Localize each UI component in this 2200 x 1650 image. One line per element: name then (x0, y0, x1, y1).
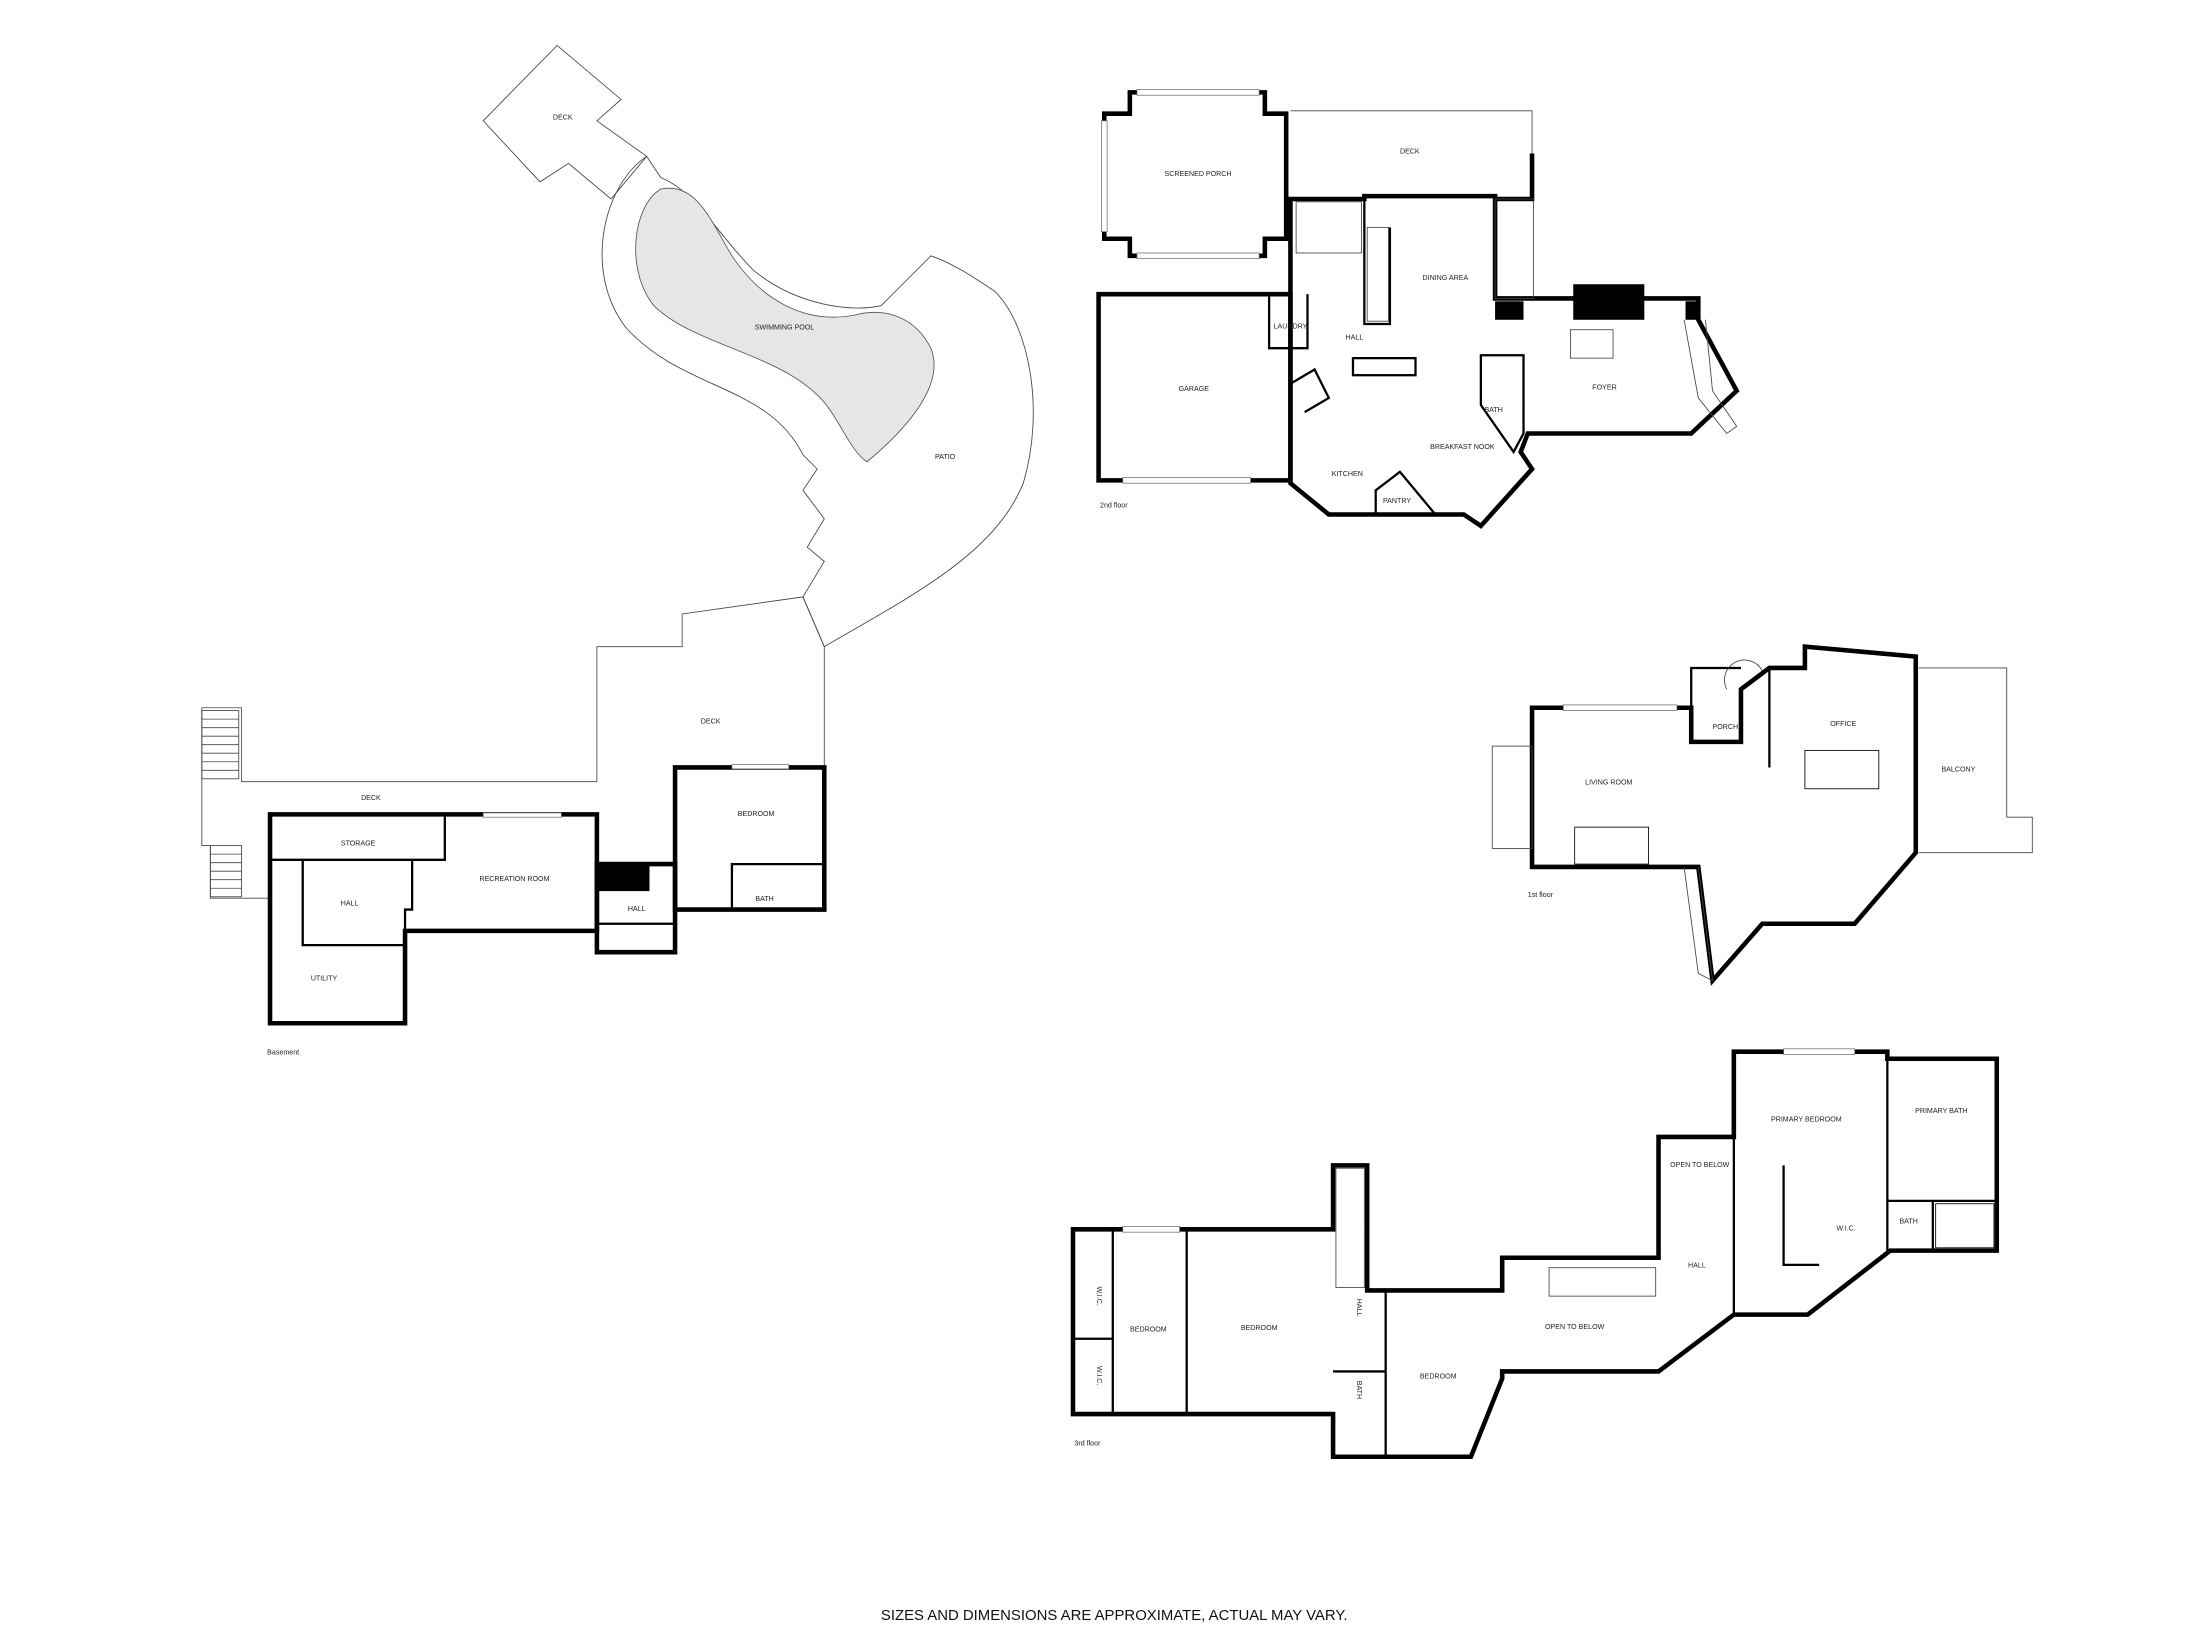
front-steps (1683, 319, 1738, 435)
deck-wall (1495, 153, 1535, 202)
window (1136, 252, 1260, 260)
room-label-wic: W.I.C. (1095, 1366, 1103, 1385)
column (1685, 301, 1697, 320)
first-floor-wall (1529, 644, 1919, 986)
pantry-wall (1374, 470, 1437, 516)
room-label-patio: PATIO (935, 453, 956, 461)
room-label-pantry: PANTRY (1383, 497, 1411, 505)
screened-porch-wall (1101, 90, 1289, 259)
room-label-dining-area: DINING AREA (1422, 274, 1468, 282)
room-label-hall: HALL (1688, 1262, 1706, 1270)
room-label-utility: UTILITY (311, 975, 338, 983)
balcony-outline (1918, 667, 2033, 854)
basement-exterior-wall (267, 812, 600, 1026)
room-label-hall: HALL (1355, 1299, 1363, 1317)
room-label-hall: HALL (1346, 334, 1364, 342)
garage-door (1122, 477, 1252, 484)
room-label-garage: GARAGE (1179, 385, 1210, 393)
room-label-deck: DECK (1400, 147, 1420, 155)
patio-outline (601, 155, 1034, 648)
floor-label-third: 3rd floor (1074, 1439, 1101, 1447)
room-label-bath: BATH (1899, 1218, 1917, 1226)
disclaimer: SIZES AND DIMENSIONS ARE APPROXIMATE, AC… (881, 1607, 1348, 1624)
window (1136, 89, 1260, 96)
swimming-pool (635, 187, 935, 463)
room-label-bath: BATH (1484, 406, 1502, 414)
first-floor-plan: PORCH OFFICE LIVING ROOM BALCONY 1st flo… (1491, 644, 2033, 986)
room-label-wic: W.I.C. (1095, 1286, 1103, 1305)
floor-label-basement: Basement (267, 1049, 299, 1057)
room-label-foyer: FOYER (1592, 383, 1616, 391)
room-label-balcony: BALCONY (1941, 766, 1975, 774)
stairs (1295, 198, 1614, 359)
bath-wall (1479, 354, 1525, 455)
room-label-wic: W.I.C. (1836, 1225, 1855, 1233)
laundry-wall (1267, 294, 1309, 350)
basement-interior-walls (270, 814, 446, 861)
bath-wall (730, 862, 825, 910)
porch-wall (1690, 666, 1741, 708)
window (1562, 704, 1678, 711)
upper-deck-outline (482, 44, 648, 200)
chimney (596, 862, 650, 892)
room-label-screened-porch: SCREENED PORCH (1165, 170, 1232, 178)
floor-label-second: 2nd floor (1100, 501, 1128, 509)
wall (1782, 1165, 1820, 1266)
room-label-porch: PORCH (1713, 723, 1739, 731)
room-label-deck: DECK (361, 794, 381, 802)
third-floor-plan: PRIMARY BEDROOM PRIMARY BATH OPEN TO BEL… (1070, 1048, 2000, 1459)
hall-wall (301, 859, 414, 947)
shower (1935, 1203, 1995, 1249)
window (1122, 1226, 1180, 1233)
room-label-living-room: LIVING ROOM (1585, 778, 1632, 786)
room-label-kitchen: KITCHEN (1332, 470, 1363, 478)
stairs (1491, 659, 1763, 982)
room-label-primary-bath: PRIMARY BATH (1915, 1107, 1967, 1115)
room-label-bedroom: BEDROOM (1241, 1324, 1278, 1332)
column (1495, 301, 1524, 320)
deck-stairs (201, 710, 243, 898)
room-label-breakfast-nook: BREAKFAST NOOK (1430, 443, 1495, 451)
third-floor-wall (1070, 1049, 2000, 1459)
second-floor-plan: SCREENED PORCH DECK DINING AREA LAUNDRY … (1096, 89, 1740, 529)
room-label-primary-bedroom: PRIMARY BEDROOM (1771, 1115, 1842, 1123)
basement-bedroom-wall (672, 765, 827, 912)
room-label-hall: HALL (341, 899, 359, 907)
hall-wall (1363, 198, 1392, 326)
room-label-deck: DECK (701, 717, 721, 725)
room-label-office: OFFICE (1830, 720, 1856, 728)
floor-label-first: 1st floor (1528, 891, 1554, 899)
room-label-bedroom: BEDROOM (1420, 1373, 1457, 1381)
window (1783, 1048, 1856, 1055)
room-label-storage: STORAGE (341, 840, 376, 848)
room-label-swimming-pool: SWIMMING POOL (755, 324, 815, 332)
room-label-hall: HALL (628, 905, 646, 913)
room-label-deck: DECK (553, 113, 573, 121)
kitchen-island (1351, 357, 1417, 377)
room-label-bath: BATH (755, 895, 773, 903)
room-label-open-to-below: OPEN TO BELOW (1670, 1161, 1730, 1169)
room-label-open-to-below: OPEN TO BELOW (1545, 1323, 1605, 1331)
window (731, 764, 790, 770)
room-label-recreation-room: RECREATION ROOM (479, 875, 549, 883)
room-label-bedroom: BEDROOM (1130, 1326, 1167, 1334)
fireplace (1574, 826, 1650, 865)
stairs (1335, 1167, 1657, 1297)
room-label-laundry: LAUNDRY (1274, 322, 1308, 330)
fireplace (1573, 284, 1645, 320)
kitchen-wall (1289, 367, 1331, 414)
basement-plan: DECK SWIMMING POOL PATIO DECK DECK STORA… (201, 44, 1034, 1057)
room-label-bedroom: BEDROOM (738, 810, 775, 818)
fireplace (1804, 749, 1880, 790)
room-label-bath: BATH (1355, 1381, 1363, 1399)
window (482, 812, 562, 818)
deck-outline (201, 596, 825, 783)
window (1101, 120, 1108, 233)
